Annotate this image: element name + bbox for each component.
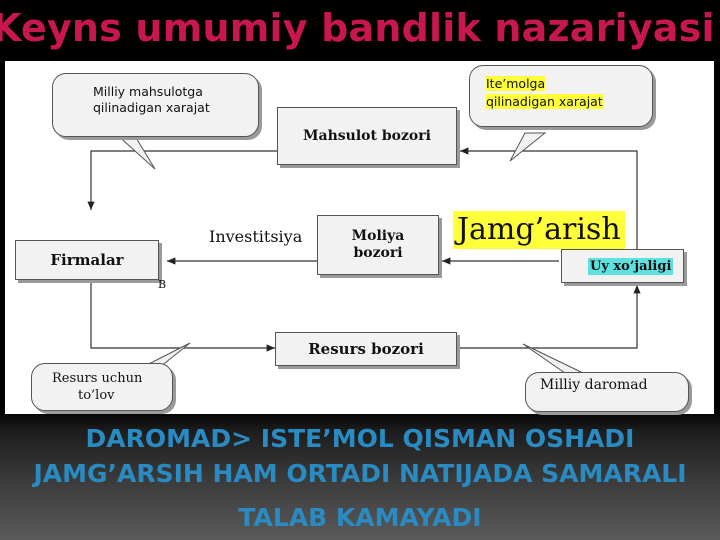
b-marker: B <box>158 278 167 291</box>
investment-label: Investitsiya <box>209 227 303 246</box>
bottom-text-line1: DAROMAD> ISTE’MOL QISMAN OSHADI <box>85 424 635 453</box>
financial-market-label-line1: Moliya <box>351 228 405 244</box>
callout-resource-payment: Resurs uchun to’lov <box>31 363 173 411</box>
financial-market-box: Moliya bozori <box>317 215 439 275</box>
diagram-panel: Milliy mahsulotga qilinadigan xarajat It… <box>5 61 714 414</box>
household-box: Uy xo’jaligi <box>561 249 684 283</box>
slide-title: Keyns umumiy bandlik nazariyasi <box>0 6 715 50</box>
product-market-label: Mahsulot bozori <box>303 127 431 144</box>
bottom-text-line3: TALAB KAMAYADI <box>238 503 482 532</box>
bottom-text-line2: JAMG’ARSIH HAM ORTADI NATIJADA SAMARALI <box>33 459 687 488</box>
callout-text: Milliy daromad <box>540 377 648 393</box>
callout-text-line1: Resurs uchun <box>52 371 143 386</box>
product-market-box: Mahsulot bozori <box>277 107 457 165</box>
callout-national-product-spending: Milliy mahsulotga qilinadigan xarajat <box>52 73 259 137</box>
callout-text-line1: Ite’molga <box>486 76 546 91</box>
firms-label: Firmalar <box>50 250 124 269</box>
callout-text-line2: qilinadigan xarajat <box>93 100 210 115</box>
firms-box: Firmalar <box>15 240 159 280</box>
savings-label: Jamg’arish <box>453 211 625 249</box>
callout-text-line1: Milliy mahsulotga <box>93 84 203 99</box>
resource-market-box: Resurs bozori <box>275 332 457 366</box>
callout-consumption-spending: Ite’molga qilinadigan xarajat <box>469 65 653 127</box>
resource-market-label: Resurs bozori <box>308 339 424 358</box>
callout-text-line2: to’lov <box>78 388 115 403</box>
financial-market-label-line2: bozori <box>353 245 403 261</box>
callout-text-line2: qilinadigan xarajat <box>486 94 603 109</box>
callout-national-income: Milliy daromad <box>525 372 689 412</box>
household-label: Uy xo’jaligi <box>588 257 674 275</box>
